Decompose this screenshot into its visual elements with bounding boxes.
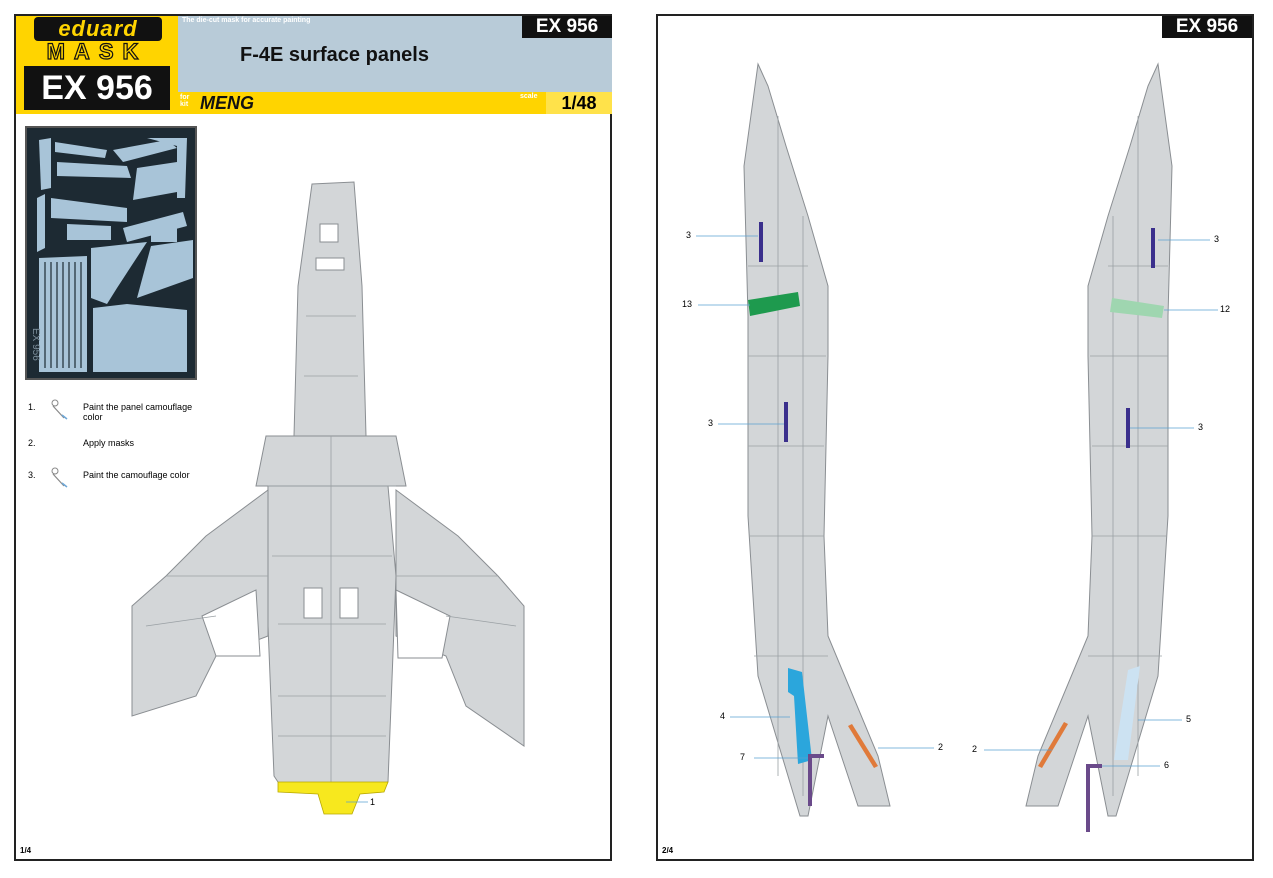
mask-4 [788,668,812,764]
scale-value: 1/48 [546,92,612,114]
callout-left-4: 4 [720,711,726,721]
airbrush-icon [48,398,70,422]
callout-left-3-lower: 3 [708,418,714,428]
step-text: Paint the camouflage color [83,470,190,480]
step-number: 1. [28,402,36,412]
callout-1: 1 [370,797,376,807]
kit-name: MENG [200,93,254,113]
scale-label: scale [520,93,538,100]
mask-sheet-preview: EX 956 [25,126,197,380]
callout-right-2: 2 [972,744,978,754]
mask-2-right [1038,722,1068,768]
mask-3-lower-right [1126,408,1130,448]
page-number: 2/4 [662,846,674,855]
step-text: Apply masks [83,438,135,448]
mask-13 [748,292,800,316]
callout-left-7: 7 [740,752,746,762]
page-number: 1/4 [20,846,32,855]
code-tag: EX 956 [522,16,612,38]
mask-sheet-shapes [37,138,193,372]
callout-left-13: 13 [682,299,693,309]
product-code: EX 956 [24,66,170,110]
mask-7 [808,754,824,806]
mask-12 [1110,298,1164,318]
header-title-band: The die-cut mask for accurate painting F… [178,16,612,92]
callout-right-3-upper: 3 [1214,234,1220,244]
callout-right-3-lower: 3 [1198,422,1204,432]
right-side-view [1025,62,1173,817]
callout-right-12: 12 [1220,304,1231,314]
step-number: 3. [28,470,36,480]
callout-right-5: 5 [1186,714,1192,724]
aircraft-bottom-view [131,181,525,815]
mask-3-upper-right [1151,228,1155,268]
step-number: 2. [28,438,36,448]
mask-6 [1086,764,1102,832]
airbrush-icon [48,466,70,490]
mask-5 [1114,666,1140,760]
mask-3-lower-left [784,402,788,442]
callout-right-6: 6 [1164,760,1170,770]
aircraft-side-views [696,62,1218,832]
page-title: F-4E surface panels [240,44,429,66]
code-tag: EX 956 [1162,16,1252,38]
tagline: The die-cut mask for accurate painting [182,17,311,24]
callout-left-3-upper: 3 [686,230,692,240]
mask-2-left [848,724,878,768]
header-kit-band: for kit MENG scale 1/48 [178,92,612,114]
for-kit-label: for kit [180,94,190,108]
step-text: Paint the panel camouflage color [83,402,193,422]
mask-3-upper-left [759,222,763,262]
brand-name: eduard [34,17,162,41]
product-line: MASK [46,39,148,64]
instruction-page-1: eduard MASK EX 956 The die-cut mask for … [14,14,612,861]
brand-logo: eduard MASK EX 956 [16,16,178,114]
mask-1-tail-yellow [277,781,389,815]
left-side-view [743,62,891,817]
callout-left-2: 2 [938,742,944,752]
instruction-page-2: EX 956 [656,14,1254,861]
